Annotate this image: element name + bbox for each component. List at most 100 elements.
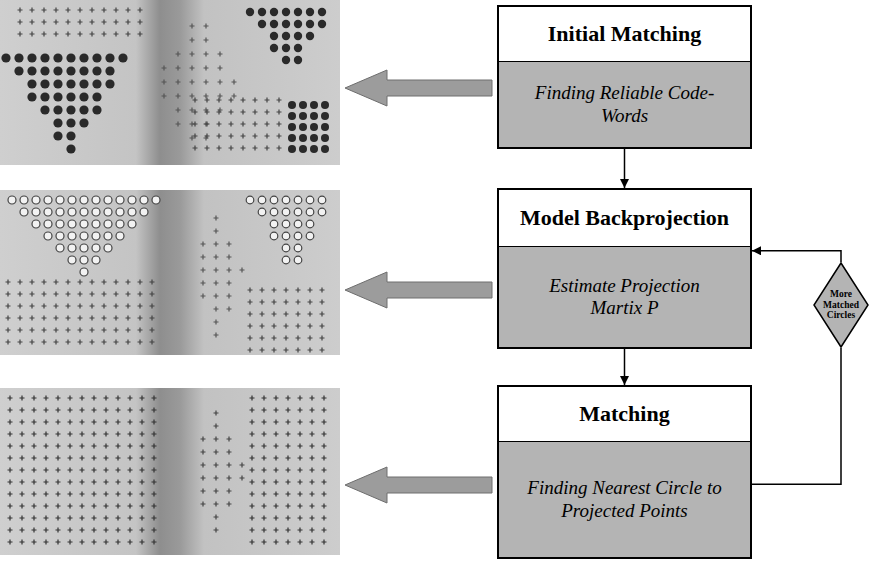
cross-mark bbox=[56, 468, 61, 473]
cross-mark bbox=[104, 480, 109, 485]
circle-pattern bbox=[1, 8, 329, 545]
cross-mark bbox=[54, 8, 59, 13]
cross-mark bbox=[298, 528, 303, 533]
pattern-circle bbox=[310, 145, 318, 153]
cross-mark bbox=[44, 468, 49, 473]
cross-mark bbox=[126, 340, 131, 345]
cross-mark bbox=[140, 432, 145, 437]
cross-mark bbox=[18, 8, 23, 13]
cross-mark bbox=[152, 528, 157, 533]
cross-mark bbox=[190, 80, 195, 85]
process-box: Initial MatchingFinding Reliable Code-Wo… bbox=[497, 5, 752, 149]
cross-mark bbox=[250, 432, 255, 437]
cross-mark bbox=[250, 444, 255, 449]
cross-mark bbox=[114, 32, 119, 37]
cross-mark bbox=[320, 324, 325, 329]
pattern-circle bbox=[270, 44, 278, 52]
photo-initial bbox=[0, 0, 340, 165]
cross-mark bbox=[214, 216, 219, 221]
pattern-circle bbox=[282, 256, 290, 264]
process-box: Model BackprojectionEstimate Projection … bbox=[497, 188, 752, 349]
cross-mark bbox=[218, 94, 223, 99]
cross-mark bbox=[296, 288, 301, 293]
pattern-circle bbox=[321, 112, 329, 120]
pattern-cluster bbox=[246, 196, 326, 264]
cross-mark bbox=[201, 268, 206, 273]
cross-mark bbox=[44, 432, 49, 437]
pattern-circle bbox=[306, 20, 314, 28]
cross-mark bbox=[298, 516, 303, 521]
pattern-circle bbox=[288, 112, 296, 120]
cross-mark bbox=[152, 408, 157, 413]
cross-mark bbox=[42, 340, 47, 345]
pattern-circle bbox=[299, 134, 307, 142]
cross-mark bbox=[296, 336, 301, 341]
cross-mark bbox=[32, 492, 37, 497]
cross-mark bbox=[128, 540, 133, 545]
cross-mark bbox=[214, 463, 219, 468]
cross-mark bbox=[277, 146, 282, 151]
pattern-circle bbox=[27, 66, 36, 75]
cross-mark bbox=[320, 336, 325, 341]
cross-mark bbox=[298, 432, 303, 437]
cross-mark bbox=[66, 292, 71, 297]
cross-mark bbox=[284, 312, 289, 317]
cross-mark bbox=[20, 504, 25, 509]
cross-mark bbox=[42, 8, 47, 13]
cross-mark bbox=[322, 516, 327, 521]
pattern-circle bbox=[79, 105, 88, 114]
pattern-circle bbox=[27, 53, 36, 62]
cross-mark bbox=[8, 492, 13, 497]
cross-mark bbox=[30, 304, 35, 309]
pattern-circle bbox=[321, 134, 329, 142]
cross-mark bbox=[248, 312, 253, 317]
cross-mark bbox=[56, 456, 61, 461]
cross-mark bbox=[126, 8, 131, 13]
box-title: Model Backprojection bbox=[520, 205, 729, 231]
cross-mark bbox=[274, 408, 279, 413]
cross-mark bbox=[128, 516, 133, 521]
cross-mark bbox=[322, 504, 327, 509]
pattern-circle bbox=[294, 256, 302, 264]
cross-mark bbox=[204, 122, 209, 127]
pattern-circle bbox=[68, 232, 76, 240]
cross-mark bbox=[8, 420, 13, 425]
cross-mark bbox=[217, 110, 222, 115]
cross-mark bbox=[152, 420, 157, 425]
cross-mark bbox=[190, 24, 195, 29]
cross-mark bbox=[68, 468, 73, 473]
cross-mark bbox=[265, 146, 270, 151]
cross-mark bbox=[90, 328, 95, 333]
cross-mark bbox=[322, 456, 327, 461]
cross-mark bbox=[214, 307, 219, 312]
cross-mark bbox=[68, 528, 73, 533]
cross-mark bbox=[248, 300, 253, 305]
pattern-circle bbox=[66, 92, 75, 101]
pattern-circle bbox=[288, 145, 296, 153]
pattern-circle bbox=[44, 232, 52, 240]
cross-mark bbox=[20, 540, 25, 545]
cross-mark bbox=[253, 134, 258, 139]
cross-mark bbox=[128, 408, 133, 413]
cross-mark bbox=[262, 528, 267, 533]
cross-mark bbox=[66, 32, 71, 37]
cross-mark bbox=[54, 292, 59, 297]
cross-mark bbox=[152, 504, 157, 509]
pattern-circle bbox=[294, 56, 302, 64]
pattern-circle bbox=[105, 66, 114, 75]
flow-connector bbox=[624, 149, 626, 188]
pattern-circle bbox=[66, 79, 75, 88]
cross-mark bbox=[68, 480, 73, 485]
pattern-circle bbox=[310, 101, 318, 109]
pattern-circle bbox=[246, 8, 254, 16]
cross-mark bbox=[241, 110, 246, 115]
cross-mark bbox=[116, 408, 121, 413]
pattern-circle bbox=[40, 66, 49, 75]
cross-mark bbox=[310, 540, 315, 545]
cross-mark bbox=[241, 98, 246, 103]
cross-mark bbox=[104, 432, 109, 437]
cross-mark bbox=[140, 444, 145, 449]
cross-mark bbox=[68, 420, 73, 425]
pattern-circle bbox=[53, 66, 62, 75]
cross-mark bbox=[90, 8, 95, 13]
